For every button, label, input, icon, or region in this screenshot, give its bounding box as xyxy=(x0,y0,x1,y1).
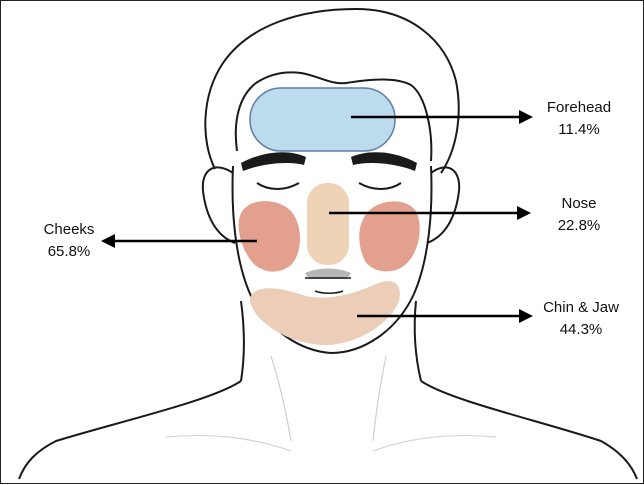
chin-jaw-region xyxy=(250,281,400,345)
forehead-label: Forehead 11.4% xyxy=(531,97,627,141)
left-cheek-region xyxy=(239,201,300,271)
left-shoulder xyxy=(19,381,241,479)
nose-label: Nose 22.8% xyxy=(531,193,627,237)
right-collarbone xyxy=(373,436,496,451)
cheeks-label: Cheeks 65.8% xyxy=(31,219,107,263)
right-shoulder xyxy=(421,381,637,479)
right-eye xyxy=(359,183,401,189)
cheeks-name: Cheeks xyxy=(31,219,107,241)
nose-percent: 22.8% xyxy=(531,215,627,237)
left-collarbone xyxy=(166,436,291,451)
forehead-percent: 11.4% xyxy=(531,119,627,141)
forehead-region xyxy=(250,88,395,151)
right-eyebrow xyxy=(351,152,417,171)
cheeks-percent: 65.8% xyxy=(31,241,107,263)
nose-name: Nose xyxy=(531,193,627,215)
neck-left xyxy=(241,301,244,381)
chin-jaw-percent: 44.3% xyxy=(529,319,633,341)
chin-jaw-name: Chin & Jaw xyxy=(529,297,633,319)
cheeks-arrow xyxy=(101,234,257,248)
lower-lip xyxy=(315,291,343,293)
neck-right xyxy=(415,301,421,381)
left-eye xyxy=(257,183,299,189)
neck-detail-right xyxy=(373,356,386,441)
chin-jaw-label: Chin & Jaw 44.3% xyxy=(529,297,633,341)
nose-region xyxy=(307,183,349,265)
left-eyebrow xyxy=(241,152,306,171)
left-ear xyxy=(203,167,235,243)
neck-detail-left xyxy=(271,356,291,441)
forehead-name: Forehead xyxy=(531,97,627,119)
